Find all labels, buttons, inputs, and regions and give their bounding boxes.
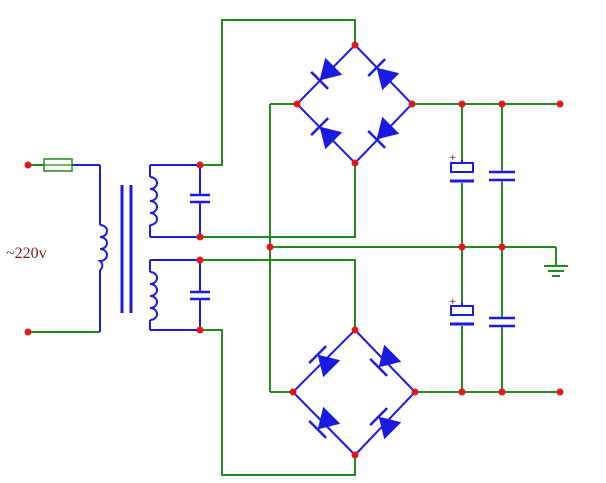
ground-icon xyxy=(544,247,568,277)
input-terminal-bottom xyxy=(24,328,32,336)
diode-d2 xyxy=(367,58,400,91)
wiring xyxy=(200,19,560,476)
film-cap-top xyxy=(489,170,515,182)
diode-d1 xyxy=(310,57,343,90)
input-terminal-top xyxy=(24,161,32,169)
diode-d3 xyxy=(310,117,343,150)
output-terminal-positive xyxy=(556,100,564,108)
nodes xyxy=(24,41,564,459)
diode-d7 xyxy=(308,406,341,439)
secondary-cap-top xyxy=(190,165,210,237)
secondary-coil-1 xyxy=(149,176,158,226)
primary-coil xyxy=(97,224,108,271)
polarity-plus-bottom: + xyxy=(449,297,457,307)
diode-d4 xyxy=(367,116,400,149)
output-terminal-negative xyxy=(556,388,564,396)
secondary-coil-2 xyxy=(149,271,158,321)
ac-input xyxy=(28,164,101,333)
film-cap-bottom xyxy=(489,316,515,328)
fuse xyxy=(43,158,73,172)
bridge-rectifier-bottom xyxy=(291,328,417,457)
transformer xyxy=(97,164,200,331)
diode-d8 xyxy=(369,407,402,440)
input-voltage-label: ~220v xyxy=(6,245,47,262)
diode-d5 xyxy=(308,345,341,378)
electrolytic-cap-bottom: + xyxy=(449,297,474,326)
diode-d6 xyxy=(369,344,402,377)
polarity-plus-top: + xyxy=(449,153,457,163)
bridge-rectifier-top xyxy=(295,43,414,165)
secondary-cap-bottom xyxy=(190,260,210,330)
electrolytic-cap-top: + xyxy=(449,153,474,183)
